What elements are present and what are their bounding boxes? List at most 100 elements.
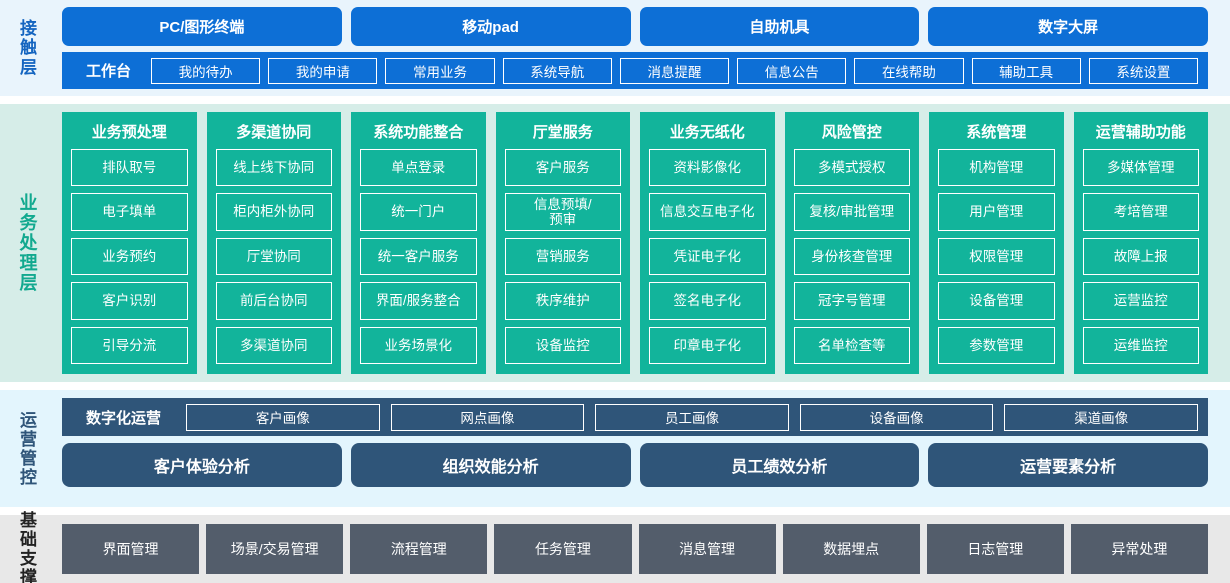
business-column-title: 业务无纸化 [669,123,745,141]
contact-layer-label: 接触层 [0,7,58,89]
business-item[interactable]: 设备监控 [504,326,621,365]
channel-button-pc[interactable]: PC/图形终端 [62,7,342,47]
foundation-layer-band: 基础支撑 界面管理 场景/交易管理 流程管理 任务管理 消息管理 数据埋点 日志… [0,511,1230,583]
business-item[interactable]: 客户识别 [71,282,188,320]
channel-row: PC/图形终端 移动pad 自助机具 数字大屏 [58,7,1230,47]
portrait-branch[interactable]: 网点画像 [390,403,585,431]
business-column-system-integration: 系统功能整合 单点登录 统一门户 统一客户服务 界面/服务整合 业务场景化 [351,111,486,375]
business-item-list: 多模式授权 复核/审批管理 身份核查管理 冠字号管理 名单检查等 [793,146,910,365]
business-item[interactable]: 权限管理 [938,237,1055,276]
portrait-device[interactable]: 设备画像 [799,403,994,431]
workbench-item-message-reminder[interactable]: 消息提醒 [619,57,730,84]
foundation-item-message-management[interactable]: 消息管理 [638,524,776,574]
band-gap-3 [0,507,1230,515]
workbench-item-online-help[interactable]: 在线帮助 [854,57,964,84]
channel-button-mobile-pad[interactable]: 移动pad [350,7,631,47]
business-item[interactable]: 设备管理 [938,282,1055,320]
business-item[interactable]: 签名电子化 [649,282,766,320]
workbench-item-system-settings[interactable]: 系统设置 [1088,57,1198,84]
channel-button-self-service[interactable]: 自助机具 [639,7,920,47]
analysis-customer-experience[interactable]: 客户体验分析 [62,443,342,488]
portrait-customer[interactable]: 客户画像 [186,403,380,431]
foundation-layer-label-text: 基础支撑 [20,510,38,583]
workbench-item-information-bulletin[interactable]: 信息公告 [737,57,847,84]
foundation-item-task-management[interactable]: 任务管理 [494,524,632,574]
business-column-title: 系统管理 [966,123,1027,141]
business-item[interactable]: 考培管理 [1082,193,1199,231]
business-column-title: 多渠道协同 [236,123,312,141]
business-item[interactable]: 客户服务 [504,148,621,187]
business-item[interactable]: 用户管理 [938,193,1055,231]
business-item[interactable]: 多模式授权 [793,148,910,187]
business-column-preprocess: 业务预处理 排队取号 电子填单 业务预约 客户识别 引导分流 [62,111,197,375]
analysis-employee-performance[interactable]: 员工绩效分析 [639,443,920,488]
operations-layer-band: 运营管控 数字化运营 客户画像 网点画像 员工画像 设备画像 渠道画像 客户体验… [0,390,1230,508]
workbench-item-common-business[interactable]: 常用业务 [385,57,495,84]
workbench-item-my-todo[interactable]: 我的待办 [151,57,261,84]
business-item[interactable]: 凭证电子化 [649,237,766,276]
business-item[interactable]: 统一客户服务 [360,237,477,276]
business-item[interactable]: 机构管理 [938,148,1055,187]
business-item[interactable]: 名单检查等 [793,326,910,365]
business-item-list: 资料影像化 信息交互电子化 凭证电子化 签名电子化 印章电子化 [649,146,766,365]
foundation-item-log-management[interactable]: 日志管理 [926,524,1064,574]
business-item[interactable]: 电子填单 [71,193,188,231]
business-item[interactable]: 多媒体管理 [1082,148,1199,187]
foundation-item-row: 界面管理 场景/交易管理 流程管理 任务管理 消息管理 数据埋点 日志管理 异常… [58,524,1230,574]
business-item[interactable]: 前后台协同 [215,282,332,320]
portrait-channel[interactable]: 渠道画像 [1004,403,1198,431]
business-item-list: 单点登录 统一门户 统一客户服务 界面/服务整合 业务场景化 [360,146,477,365]
business-item[interactable]: 统一门户 [360,193,477,231]
business-item[interactable]: 运营监控 [1082,282,1199,320]
business-item[interactable]: 多渠道协同 [215,326,332,365]
business-item[interactable]: 秩序维护 [504,282,621,320]
business-item[interactable]: 复核/审批管理 [793,193,910,231]
business-column-title: 厅堂服务 [532,123,593,141]
business-item[interactable]: 信息预填/ 预审 [504,193,621,231]
analysis-organizational-efficiency[interactable]: 组织效能分析 [350,443,631,488]
business-item[interactable]: 厅堂协同 [215,237,332,276]
business-item[interactable]: 身份核查管理 [793,237,910,276]
foundation-item-exception-handling[interactable]: 异常处理 [1070,524,1208,574]
workbench-item-my-application[interactable]: 我的申请 [268,57,378,84]
business-item[interactable]: 排队取号 [71,148,188,187]
operations-layer-label: 运营管控 [0,398,58,499]
business-item[interactable]: 运维监控 [1082,326,1199,365]
business-item[interactable]: 故障上报 [1082,237,1199,276]
business-item[interactable]: 业务预约 [71,237,188,276]
business-column-row: 业务预处理 排队取号 电子填单 业务预约 客户识别 引导分流 多渠道协同 线上线… [58,111,1230,375]
business-item[interactable]: 信息交互电子化 [649,193,766,231]
business-item[interactable]: 柜内柜外协同 [215,193,332,231]
channel-button-digital-screen[interactable]: 数字大屏 [928,7,1208,47]
business-column-lobby-service: 厅堂服务 客户服务 信息预填/ 预审 营销服务 秩序维护 设备监控 [495,111,630,375]
business-item-list: 机构管理 用户管理 权限管理 设备管理 参数管理 [938,146,1055,365]
business-item-list: 多媒体管理 考培管理 故障上报 运营监控 运维监控 [1082,146,1199,365]
business-column-title: 运营辅助功能 [1095,123,1186,141]
business-item[interactable]: 线上线下协同 [215,148,332,187]
foundation-item-ui-management[interactable]: 界面管理 [62,524,200,574]
foundation-item-process-management[interactable]: 流程管理 [350,524,488,574]
business-item[interactable]: 冠字号管理 [793,282,910,320]
foundation-layer-label: 基础支撑 [0,511,58,583]
business-item[interactable]: 界面/服务整合 [360,282,477,320]
business-item[interactable]: 引导分流 [71,326,188,365]
business-item[interactable]: 印章电子化 [649,326,766,365]
business-column-title: 系统功能整合 [373,123,464,141]
business-item[interactable]: 资料影像化 [649,148,766,187]
workbench-item-system-navigation[interactable]: 系统导航 [502,57,612,84]
contact-layer-body: PC/图形终端 移动pad 自助机具 数字大屏 工作台 我的待办 我的申请 常用… [58,7,1230,89]
business-column-multichannel: 多渠道协同 线上线下协同 柜内柜外协同 厅堂协同 前后台协同 多渠道协同 [206,111,341,375]
portrait-employee[interactable]: 员工画像 [595,403,789,431]
business-item[interactable]: 营销服务 [504,237,621,276]
foundation-item-data-tracking[interactable]: 数据埋点 [782,524,920,574]
workbench-row: 工作台 我的待办 我的申请 常用业务 系统导航 消息提醒 信息公告 在线帮助 辅… [62,52,1208,89]
workbench-item-auxiliary-tools[interactable]: 辅助工具 [971,57,1081,84]
business-layer-body: 业务预处理 排队取号 电子填单 业务预约 客户识别 引导分流 多渠道协同 线上线… [58,111,1230,375]
foundation-item-scenario-transaction-management[interactable]: 场景/交易管理 [206,524,344,574]
business-item[interactable]: 业务场景化 [360,326,477,365]
analysis-operational-factors[interactable]: 运营要素分析 [928,443,1208,488]
business-item[interactable]: 单点登录 [360,148,477,187]
business-column-title: 风险管控 [821,123,882,141]
business-item[interactable]: 参数管理 [938,326,1055,365]
